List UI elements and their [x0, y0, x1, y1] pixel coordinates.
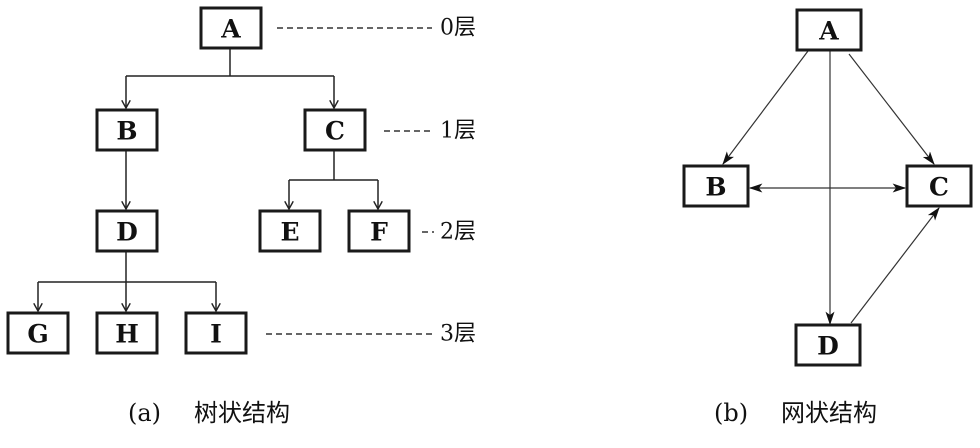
tree-caption: (a) 树状结构 — [128, 399, 290, 427]
tree-diagram: A B C D E F G H — [6, 6, 476, 427]
tree-node-f-box — [347, 209, 411, 253]
tree-node-c-label: C — [325, 117, 345, 146]
tree-node-f: F — [347, 209, 411, 253]
tree-node-e-box — [258, 209, 322, 253]
tree-node-g-box — [6, 311, 70, 355]
tree-node-b-label: B — [116, 117, 137, 146]
tree-node-i-box — [184, 311, 248, 355]
network-node-d-box — [794, 323, 862, 367]
network-node-a-box — [795, 8, 863, 52]
tree-node-g: G — [6, 311, 70, 355]
tree-node-a-label: A — [220, 15, 241, 44]
network-node-c: C — [905, 164, 973, 208]
tree-level-3: 3层 — [266, 322, 476, 347]
network-edge-a-c — [848, 53, 935, 165]
network-diagram: A B C D (b) 网状结构 — [682, 8, 973, 427]
network-caption: (b) 网状结构 — [714, 399, 877, 427]
tree-node-h-label: H — [115, 320, 139, 349]
tree-node-d-box — [95, 209, 159, 253]
network-node-c-label: C — [929, 173, 949, 202]
network-node-d: D — [794, 323, 862, 367]
tree-level-2: 2层 — [422, 220, 476, 245]
tree-node-f-label: F — [370, 218, 388, 247]
tree-node-i-label: I — [210, 320, 222, 349]
tree-level-0-label: 0层 — [440, 16, 476, 41]
tree-level-2-label: 2层 — [440, 220, 476, 245]
network-node-a: A — [795, 8, 863, 52]
tree-node-b: B — [95, 108, 159, 152]
tree-node-h-box — [95, 311, 159, 355]
network-node-d-label: D — [817, 332, 839, 361]
network-node-c-box — [905, 164, 973, 208]
network-caption-tag: (b) — [714, 399, 748, 427]
tree-level-1-label: 1层 — [440, 119, 476, 144]
tree-level-1: 1层 — [384, 119, 476, 144]
tree-caption-tag: (a) — [128, 399, 161, 427]
tree-caption-text: 树状结构 — [194, 399, 290, 427]
network-node-b-box — [682, 164, 750, 208]
tree-node-h: H — [95, 311, 159, 355]
tree-edges — [38, 49, 378, 311]
network-edges — [722, 50, 940, 326]
network-node-b-label: B — [705, 173, 726, 202]
tree-node-a-box — [199, 6, 263, 50]
tree-node-d: D — [95, 209, 159, 253]
tree-node-d-label: D — [116, 218, 138, 247]
network-edge-d-c — [850, 207, 940, 324]
network-node-b: B — [682, 164, 750, 208]
network-edge-a-b — [722, 50, 809, 165]
tree-level-0: 0层 — [277, 16, 476, 41]
tree-level-3-label: 3层 — [440, 322, 476, 347]
tree-node-c-box — [303, 108, 367, 152]
tree-node-a: A — [199, 6, 263, 50]
tree-node-e-label: E — [280, 218, 299, 247]
tree-node-e: E — [258, 209, 322, 253]
tree-node-c: C — [303, 108, 367, 152]
network-caption-text: 网状结构 — [781, 399, 877, 427]
tree-node-b-box — [95, 108, 159, 152]
tree-node-i: I — [184, 311, 248, 355]
tree-node-g-label: G — [27, 320, 48, 349]
network-node-a-label: A — [818, 17, 839, 46]
